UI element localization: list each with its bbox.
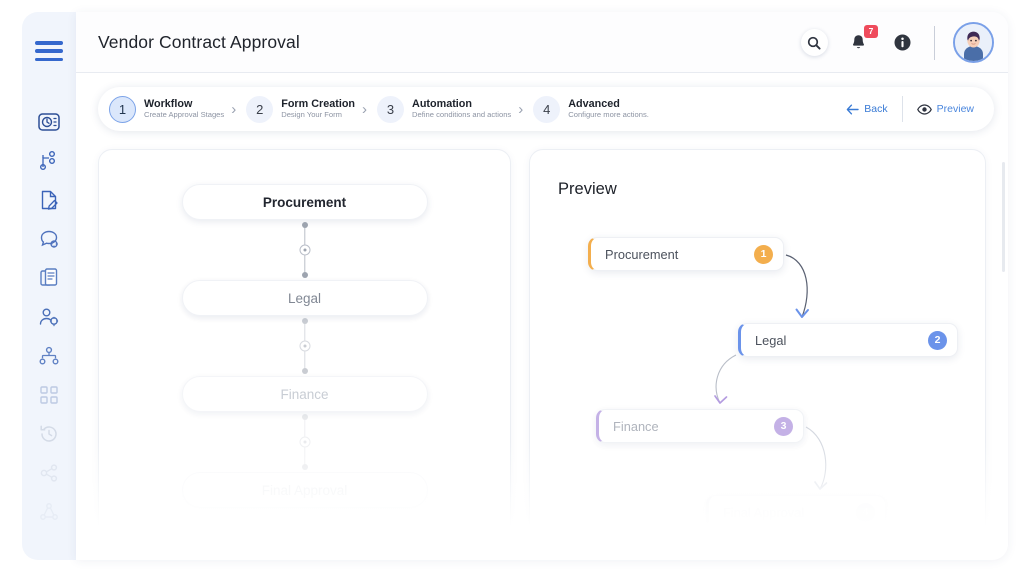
top-bar-actions: 7 bbox=[800, 12, 994, 73]
step-3-subtitle: Define conditions and actions bbox=[412, 110, 512, 120]
workflow-node-final-approval[interactable]: Final Approval bbox=[181, 472, 428, 508]
step-3-title: Automation bbox=[412, 97, 472, 110]
workflow-connector-2[interactable] bbox=[298, 316, 312, 376]
notifications-button[interactable]: 7 bbox=[844, 24, 878, 57]
preview-node-label: Legal bbox=[755, 332, 787, 348]
preview-node-final-approval[interactable]: Final Approval 4 bbox=[706, 495, 887, 529]
hamburger-menu-icon[interactable] bbox=[35, 41, 63, 61]
sidebar-item-document-edit-icon[interactable] bbox=[36, 187, 62, 213]
hamburger-bar bbox=[35, 57, 63, 61]
workflow-connector-1[interactable] bbox=[298, 220, 312, 280]
back-button[interactable]: Back bbox=[832, 103, 901, 115]
page-title: Vendor Contract Approval bbox=[98, 31, 300, 52]
canvas-row: Procurement Legal Finance bbox=[76, 131, 1008, 549]
connector-add-icon[interactable] bbox=[299, 340, 311, 352]
preview-node-badge: 3 bbox=[774, 416, 794, 436]
sidebar-item-history-icon[interactable] bbox=[36, 421, 62, 447]
main-panel: Vendor Contract Approval 7 bbox=[76, 12, 1008, 560]
step-4-advanced[interactable]: 4 Advanced Configure more actions. bbox=[530, 95, 652, 123]
arrow-left-icon bbox=[846, 104, 859, 114]
info-icon bbox=[894, 34, 910, 51]
connector-add-icon[interactable] bbox=[299, 436, 311, 448]
eye-icon bbox=[916, 103, 932, 115]
workflow-node-finance[interactable]: Finance bbox=[181, 376, 428, 412]
preview-heading: Preview bbox=[558, 180, 617, 198]
preview-node-legal[interactable]: Legal 2 bbox=[738, 323, 959, 357]
info-button[interactable] bbox=[888, 29, 916, 57]
step-1-number: 1 bbox=[109, 95, 136, 123]
back-label: Back bbox=[864, 103, 888, 115]
preview-node-procurement[interactable]: Procurement 1 bbox=[588, 237, 785, 271]
sidebar-item-workflow-branch-icon[interactable] bbox=[36, 148, 62, 174]
sidebar-nav bbox=[22, 109, 76, 525]
step-4-text: Advanced Configure more actions. bbox=[568, 98, 649, 120]
step-2-subtitle: Design Your Form bbox=[281, 110, 342, 120]
step-3-text: Automation Define conditions and actions bbox=[412, 98, 511, 120]
step-1-title: Workflow bbox=[144, 97, 193, 110]
sidebar-item-sitemap-icon[interactable] bbox=[36, 382, 62, 408]
preview-button[interactable]: Preview bbox=[903, 103, 988, 115]
connector-dot-bottom bbox=[301, 272, 308, 278]
preview-diagram: Procurement 1 Legal 2 Finance 3 Final Ap… bbox=[530, 205, 985, 529]
sidebar-item-user-settings-icon[interactable] bbox=[36, 304, 62, 330]
avatar[interactable] bbox=[953, 22, 994, 63]
scrollbar[interactable] bbox=[1002, 162, 1005, 272]
step-1-text: Workflow Create Approval Stages bbox=[144, 98, 224, 120]
connector-dot-top bbox=[301, 318, 308, 324]
connector-dot-bottom bbox=[301, 368, 308, 374]
sidebar-item-documents-copy-icon[interactable] bbox=[36, 265, 62, 291]
step-2-text: Form Creation Design Your Form bbox=[281, 98, 355, 120]
preview-label: Preview bbox=[936, 103, 974, 115]
workflow-connector-3[interactable] bbox=[298, 412, 312, 472]
chevron-right-icon: › bbox=[362, 100, 368, 118]
stepper-container: 1 Workflow Create Approval Stages › 2 Fo… bbox=[76, 73, 1008, 131]
preview-node-label: Final Approval bbox=[723, 504, 805, 520]
step-4-number: 4 bbox=[533, 95, 561, 123]
sidebar-item-share-icon[interactable] bbox=[36, 460, 62, 486]
sidebar bbox=[22, 12, 76, 560]
step-2-form-creation[interactable]: 2 Form Creation Design Your Form bbox=[243, 95, 358, 123]
preview-node-badge: 1 bbox=[754, 244, 774, 264]
step-2-title: Form Creation bbox=[281, 97, 356, 110]
preview-node-label: Procurement bbox=[605, 246, 679, 262]
sidebar-item-clock-dashboard-icon[interactable] bbox=[36, 109, 62, 135]
preview-node-badge: 4 bbox=[856, 502, 876, 522]
notification-badge: 7 bbox=[864, 24, 878, 38]
workflow-builder-card: Procurement Legal Finance bbox=[98, 149, 512, 549]
search-icon bbox=[800, 29, 828, 56]
workflow-node-legal[interactable]: Legal bbox=[181, 280, 428, 316]
chevron-right-icon: › bbox=[231, 100, 237, 118]
bell-icon bbox=[852, 35, 864, 49]
step-4-subtitle: Configure more actions. bbox=[568, 110, 649, 120]
search-button[interactable] bbox=[800, 29, 828, 57]
workflow-node-procurement[interactable]: Procurement bbox=[181, 184, 428, 220]
connector-dot-top bbox=[301, 414, 308, 420]
toolbar-divider bbox=[934, 25, 935, 60]
action-divider bbox=[901, 96, 903, 122]
step-4-title: Advanced bbox=[568, 97, 620, 110]
step-3-automation[interactable]: 3 Automation Define conditions and actio… bbox=[374, 95, 514, 123]
connector-dot-bottom bbox=[301, 464, 308, 470]
preview-node-label: Finance bbox=[613, 418, 659, 434]
step-3-number: 3 bbox=[377, 95, 405, 123]
hamburger-bar bbox=[35, 41, 63, 45]
step-1-subtitle: Create Approval Stages bbox=[144, 110, 225, 120]
preview-node-badge: 2 bbox=[928, 330, 948, 350]
stepper: 1 Workflow Create Approval Stages › 2 Fo… bbox=[98, 87, 994, 131]
chevron-right-icon: › bbox=[518, 100, 524, 118]
preview-card: Preview Procurement 1 bbox=[529, 149, 986, 549]
hamburger-bar bbox=[35, 49, 63, 53]
sidebar-item-comment-settings-icon[interactable] bbox=[36, 226, 62, 252]
sidebar-item-integration-icon[interactable] bbox=[36, 499, 62, 525]
sidebar-item-hierarchy-icon[interactable] bbox=[36, 343, 62, 369]
connector-add-icon[interactable] bbox=[299, 244, 311, 256]
connector-dot-top bbox=[301, 222, 308, 228]
top-bar: Vendor Contract Approval 7 bbox=[76, 12, 1008, 73]
preview-node-finance[interactable]: Finance 3 bbox=[596, 409, 805, 443]
stepper-actions: Back Preview bbox=[832, 87, 988, 131]
step-2-number: 2 bbox=[246, 95, 274, 123]
workflow-node-list: Procurement Legal Finance bbox=[99, 150, 510, 508]
step-1-workflow[interactable]: 1 Workflow Create Approval Stages bbox=[106, 95, 227, 123]
